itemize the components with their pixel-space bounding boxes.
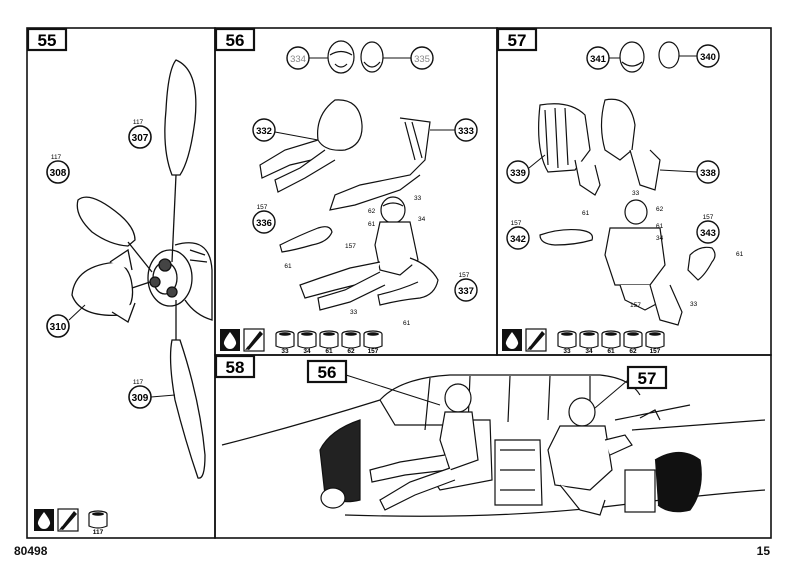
svg-text:34: 34 [418,216,426,223]
step-56-number: 56 [226,31,245,50]
svg-text:157: 157 [345,243,356,250]
callout-336: 336 157 61 [252,204,292,270]
svg-text:340: 340 [700,52,716,63]
svg-text:157: 157 [650,348,661,355]
svg-text:339: 339 [510,168,526,179]
svg-text:157: 157 [368,348,379,355]
kit-number: 80498 [14,544,48,558]
step-56-badge: 56 [214,27,256,52]
step-57-badge: 57 [496,27,538,52]
callout-340: 340 [679,44,720,68]
step-55-badge: 55 [26,27,68,52]
svg-text:62: 62 [347,348,355,355]
svg-text:334: 334 [290,54,306,65]
pilot-figure-56 [259,40,439,311]
svg-text:308: 308 [50,168,67,179]
svg-text:61: 61 [736,251,744,258]
svg-text:34: 34 [303,348,311,355]
callout-342: 342 157 [506,220,530,250]
svg-text:33: 33 [632,190,640,197]
callout-310: 310 [46,304,86,338]
svg-text:34: 34 [656,235,664,242]
svg-text:310: 310 [50,322,67,333]
step-57-number: 57 [508,31,527,50]
svg-text:157: 157 [459,272,470,279]
svg-text:157: 157 [257,204,268,211]
step-58-number: 58 [226,358,245,377]
step-58-badge: 58 [214,354,256,379]
gunner-figure-57 [538,41,716,326]
svg-text:61: 61 [607,348,615,355]
paint-refs-57: 33 62 61 34 61 61 157 33 [582,190,744,309]
svg-text:61: 61 [582,210,590,217]
svg-text:336: 336 [256,218,272,229]
paint-legend-56: 33 34 61 62 157 [220,328,383,355]
svg-text:61: 61 [325,348,333,355]
page-number: 15 [756,544,770,558]
svg-text:33: 33 [563,348,571,355]
svg-text:33: 33 [350,309,358,316]
callout-308: 308 117 [46,154,70,184]
svg-text:342: 342 [510,234,526,245]
propeller-drawing [71,59,213,479]
svg-text:33: 33 [414,195,422,202]
callout-338: 338 [659,160,720,184]
callout-339: 339 [506,154,546,184]
svg-text:61: 61 [656,223,664,230]
svg-text:57: 57 [638,369,657,388]
paint-ref-117: 117 [133,119,144,126]
svg-text:33: 33 [281,348,289,355]
callout-341: 341 [586,46,620,70]
svg-text:62: 62 [656,206,664,213]
svg-text:309: 309 [132,393,149,404]
svg-text:61: 61 [284,263,292,270]
callout-335: 335 [383,46,434,70]
step-55-number: 55 [38,31,57,50]
svg-text:343: 343 [700,228,716,239]
paint-legend-57: 33 34 61 62 157 [502,328,665,355]
svg-text:337: 337 [458,286,474,297]
panel-58-frame [214,354,772,539]
svg-text:62: 62 [368,208,376,215]
callout-337: 337 157 [454,272,478,302]
callout-309: 309 117 [128,379,176,409]
paint-refs-56: 33 62 61 34 157 33 61 [345,195,426,327]
svg-text:157: 157 [703,214,714,221]
svg-text:341: 341 [590,54,607,65]
ref-step-57: 57 [594,365,668,409]
svg-text:61: 61 [403,320,411,327]
callout-333: 333 [430,118,478,142]
svg-text:61: 61 [368,221,376,228]
paint-ref-117: 117 [133,379,144,386]
paint-ref-117: 117 [51,154,62,161]
svg-text:157: 157 [630,302,641,309]
svg-text:33: 33 [690,301,698,308]
paint-code: 117 [93,529,104,536]
svg-text:62: 62 [629,348,637,355]
svg-text:332: 332 [256,126,272,137]
svg-text:307: 307 [132,133,149,144]
svg-text:34: 34 [585,348,593,355]
svg-text:338: 338 [700,168,716,179]
ref-step-56: 56 [306,359,441,406]
svg-text:56: 56 [318,363,337,382]
svg-text:157: 157 [511,220,522,227]
callout-332: 332 [252,118,319,142]
callout-343: 343 157 [696,214,720,244]
paint-legend-55: 117 [34,508,108,536]
svg-text:335: 335 [414,54,430,65]
svg-text:333: 333 [458,126,474,137]
fuselage-cutaway [221,374,766,517]
callout-307: 307 117 [128,119,152,149]
callout-334: 334 [286,46,328,70]
